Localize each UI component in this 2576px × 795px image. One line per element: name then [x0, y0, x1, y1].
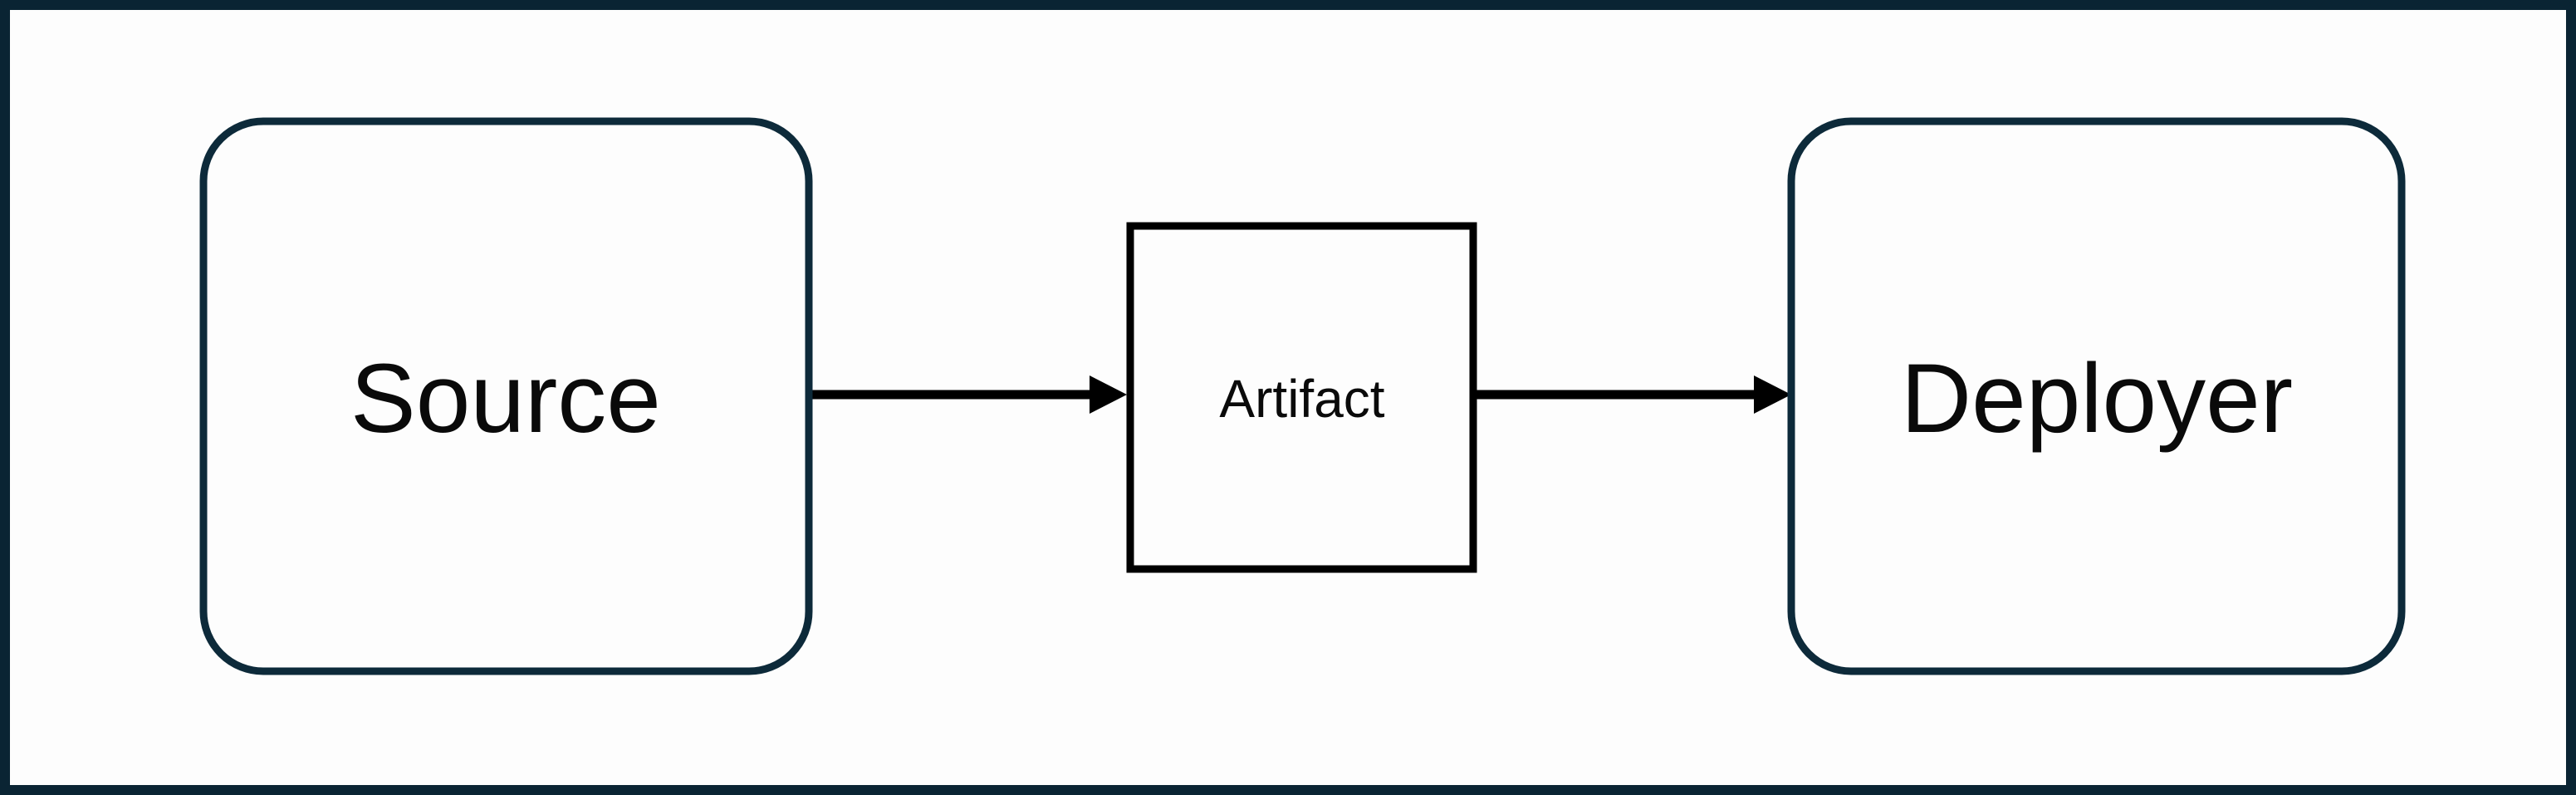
node-deployer-shape	[1787, 117, 2406, 675]
node-artifact-label: Artifact	[1219, 369, 1384, 429]
node-source-label: Source	[350, 344, 661, 454]
arrowhead-icon-source-artifact	[1090, 375, 1127, 414]
node-source-shape	[199, 117, 813, 675]
node-deployer-label: Deployer	[1901, 344, 2293, 454]
node-deployer[interactable]: Deployer	[1787, 117, 2406, 675]
node-artifact-shape	[1126, 222, 1477, 573]
arrowhead-icon-artifact-deployer	[1754, 375, 1791, 414]
flow-diagram: Source Artifact Deployer	[199, 117, 2406, 675]
node-artifact[interactable]: Artifact	[1126, 222, 1477, 573]
edge-artifact-to-deployer[interactable]	[1477, 375, 1791, 414]
node-source[interactable]: Source	[199, 117, 813, 675]
edge-source-to-artifact[interactable]	[809, 375, 1127, 414]
